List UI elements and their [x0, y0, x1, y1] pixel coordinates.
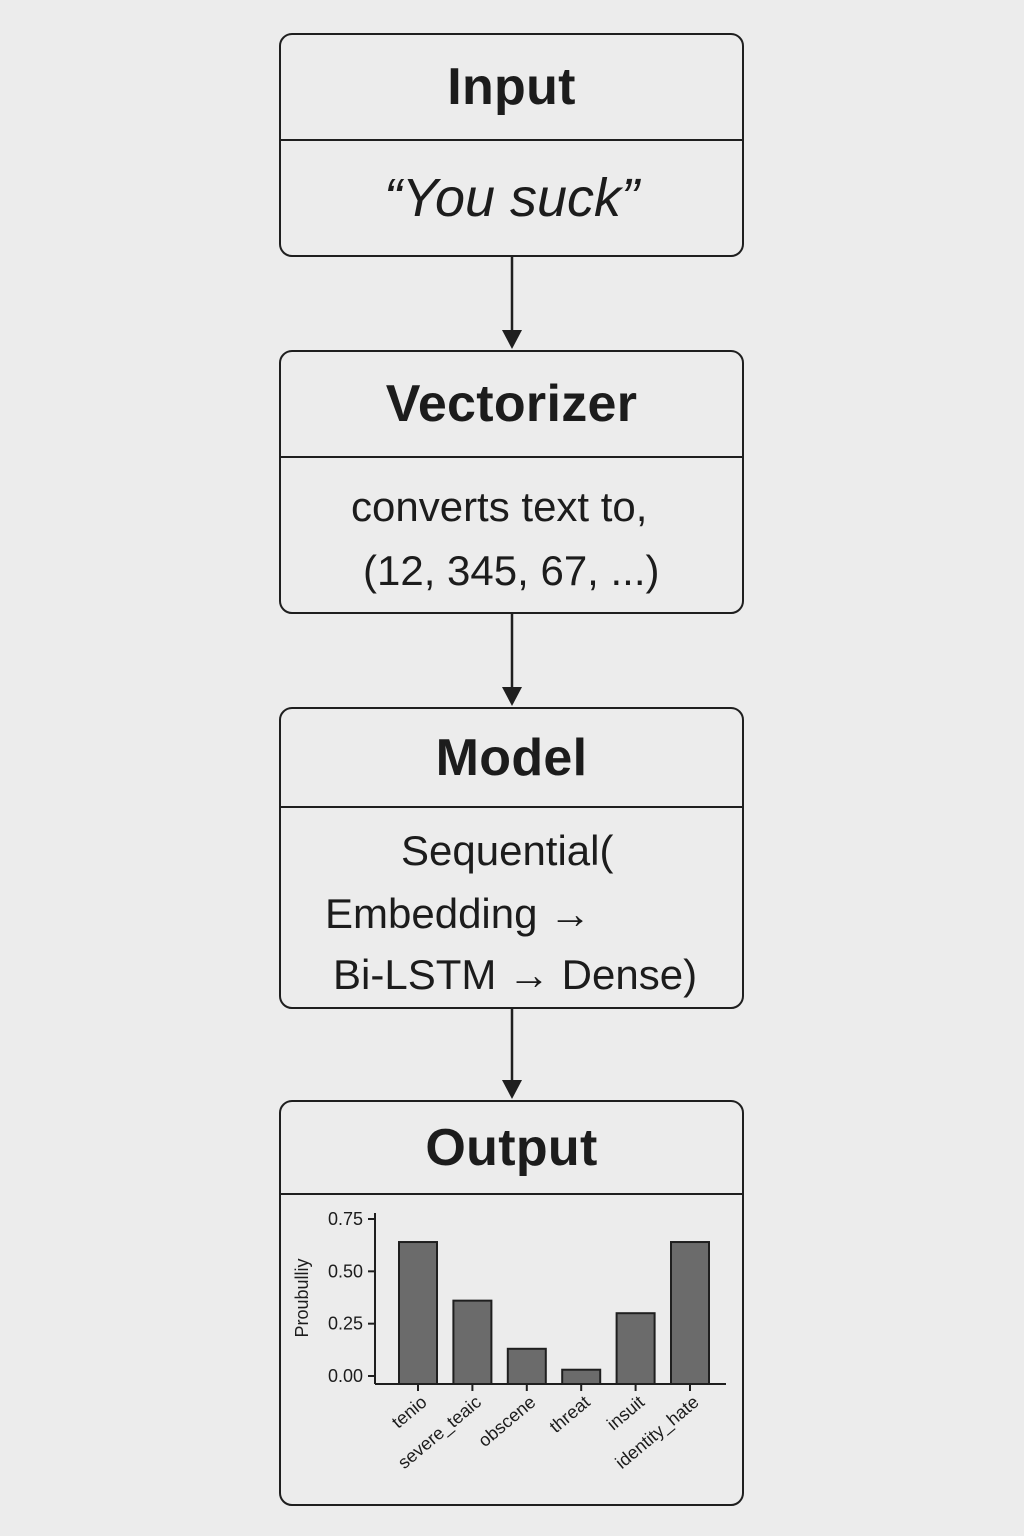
input-box: Input “You suck” — [279, 33, 744, 257]
x-tick-label: obscene — [474, 1392, 539, 1451]
model-box-title: Model — [281, 709, 742, 808]
y-tick-label: 0.50 — [328, 1261, 363, 1281]
model-box-body: Sequential( Embedding → Bi-LSTM → Dense) — [281, 808, 742, 1006]
arrow-model-to-output — [502, 1009, 522, 1099]
bar-insuit — [615, 1312, 656, 1385]
model-line-bilstm-dense: Bi-LSTM → Dense) — [333, 951, 698, 998]
model-line-sequential: Sequential( — [401, 827, 614, 874]
vectorizer-box-title: Vectorizer — [281, 352, 742, 458]
x-tick-label: insuit — [603, 1392, 648, 1434]
input-text: “You suck” — [383, 167, 640, 228]
vectorizer-example-vector: (12, 345, 67, ...) — [363, 547, 660, 594]
model-box: Model Sequential( Embedding → Bi-LSTM → … — [279, 707, 744, 1009]
arrow-vectorizer-to-model — [502, 614, 522, 706]
bar-identity_hate — [670, 1241, 710, 1385]
output-box-title: Output — [281, 1102, 742, 1195]
x-tick-label: tenio — [388, 1392, 431, 1432]
vectorizer-box-body: converts text to, (12, 345, 67, ...) — [281, 458, 742, 611]
vectorizer-description: converts text to, — [351, 483, 648, 530]
y-axis-label: Proubulliy — [292, 1258, 312, 1337]
y-tick-label: 0.25 — [328, 1314, 363, 1334]
arrow-input-to-vectorizer — [502, 257, 522, 349]
bar-tenio — [398, 1241, 438, 1385]
input-box-title: Input — [281, 35, 742, 141]
input-box-body: “You suck” — [281, 141, 742, 254]
vectorizer-box: Vectorizer converts text to, (12, 345, 6… — [279, 350, 744, 614]
y-tick-label: 0.00 — [328, 1366, 363, 1386]
probability-bar-chart: 0.000.250.500.75Proubulliyteniosevere_te… — [292, 1209, 726, 1473]
x-tick-label: threat — [546, 1392, 594, 1437]
bar-threat — [561, 1368, 602, 1386]
bar-obscene — [506, 1347, 547, 1385]
model-line-embedding: Embedding → — [325, 890, 592, 937]
bar-severe_teaic — [452, 1299, 493, 1385]
y-tick-label: 0.75 — [328, 1209, 363, 1229]
